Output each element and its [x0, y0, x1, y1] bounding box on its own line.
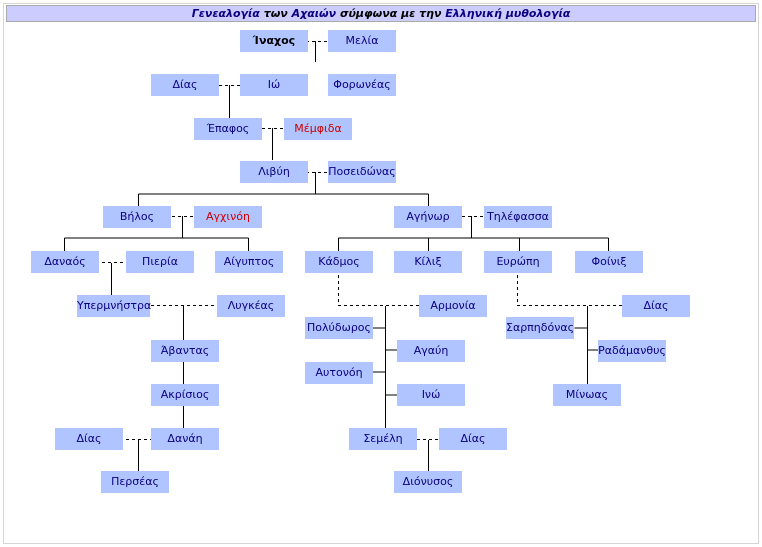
node-dias-3[interactable]: Δίας [55, 428, 123, 450]
node-livyi[interactable]: Λιβύη [240, 161, 308, 183]
node-foroneas[interactable]: Φορωνέας [328, 74, 396, 96]
node-sarpidonas[interactable]: Σαρπηδόνας [506, 317, 574, 339]
node-kadmos[interactable]: Κάδμος [305, 251, 373, 273]
node-kilix[interactable]: Κίλιξ [394, 251, 462, 273]
node-evropi[interactable]: Ευρώπη [484, 251, 552, 273]
node-vilos[interactable]: Βήλος [103, 206, 171, 228]
node-radamanthys[interactable]: Ραδάμανθυς [598, 340, 666, 362]
node-semeli[interactable]: Σεμέλη [349, 428, 417, 450]
node-polydoros[interactable]: Πολύδωρος [305, 317, 373, 339]
title-text: σύμφωνα με την [336, 7, 446, 20]
title-link-achaeans[interactable]: Αχαιών [291, 7, 337, 20]
node-ino[interactable]: Ινώ [397, 384, 465, 406]
node-poseidonas[interactable]: Ποσειδώνας [328, 161, 396, 183]
title-link-greek-mythology[interactable]: Ελληνική μυθολογία [445, 7, 571, 20]
node-dias-4[interactable]: Δίας [439, 428, 507, 450]
diagram-frame [3, 3, 759, 544]
node-epafos[interactable]: Έπαφος [194, 118, 262, 140]
node-dias-1[interactable]: Δίας [151, 74, 219, 96]
node-inachos: Ίναχος [240, 30, 308, 52]
node-agavi[interactable]: Αγαύη [397, 340, 465, 362]
node-minoas[interactable]: Μίνωας [553, 384, 621, 406]
node-io[interactable]: Ιώ [240, 74, 308, 96]
node-autonoi[interactable]: Αυτονόη [305, 362, 373, 384]
title-text: των [259, 7, 292, 20]
node-aigyptos[interactable]: Αίγυπτος [215, 251, 283, 273]
node-armonia[interactable]: Αρμονία [419, 295, 487, 317]
title-link-genealogy[interactable]: Γενεαλογία [191, 7, 260, 20]
node-danai[interactable]: Δανάη [151, 428, 219, 450]
node-aginor[interactable]: Αγήνωρ [394, 206, 462, 228]
node-danaos[interactable]: Δαναός [31, 251, 99, 273]
node-dias-2[interactable]: Δίας [622, 295, 690, 317]
node-pieria[interactable]: Πιερία [126, 251, 194, 273]
node-avantas[interactable]: Άβαντας [151, 340, 219, 362]
diagram-title: Γενεαλογία των Αχαιών σύμφωνα με την Ελλ… [6, 5, 756, 22]
node-akrisios[interactable]: Ακρίσιος [151, 384, 219, 406]
node-memfida[interactable]: Μέμφιδα [284, 118, 352, 140]
node-perseas[interactable]: Περσέας [101, 471, 169, 493]
node-tilefassa[interactable]: Τηλέφασσα [484, 206, 552, 228]
node-lygkeas[interactable]: Λυγκέας [217, 295, 285, 317]
node-foinix[interactable]: Φοίνιξ [575, 251, 643, 273]
node-ypermnistra[interactable]: Υπερμνήστρα [77, 295, 151, 317]
node-dionysos[interactable]: Διόνυσος [394, 471, 462, 493]
node-melia[interactable]: Μελία [328, 30, 396, 52]
node-agchinoi[interactable]: Αγχινόη [194, 206, 262, 228]
